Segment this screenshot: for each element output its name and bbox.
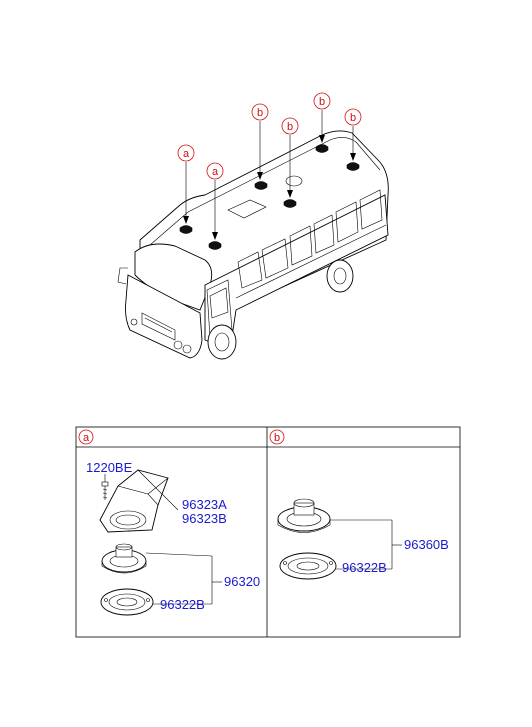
speaker-unit-icon	[277, 498, 331, 533]
speaker-bracket-icon	[279, 552, 337, 580]
callout-b-4: b	[344, 108, 362, 126]
callout-a-2: a	[206, 162, 224, 180]
speaker-icon	[283, 199, 297, 208]
callout-label: a	[212, 166, 219, 178]
panel-a-label: a	[83, 432, 90, 444]
speaker-icon	[315, 144, 329, 153]
callout-label: b	[319, 96, 325, 108]
screw-icon	[101, 481, 109, 500]
part-number-speaker: 96320	[224, 574, 260, 589]
part-number-bracket: 96322B	[160, 597, 205, 612]
detail-table	[75, 426, 461, 638]
callout-label: b	[287, 121, 293, 133]
part-number-cover-1: 96323A	[182, 497, 227, 512]
speaker-icon	[179, 225, 193, 234]
part-number-screw: 1220BE	[86, 460, 133, 475]
panel-b-label: b	[274, 432, 280, 444]
panel-b-drawing	[277, 498, 402, 580]
panel-b-header: b	[269, 429, 285, 445]
speaker-icon	[346, 162, 360, 171]
part-number-cover-2: 96323B	[182, 511, 227, 526]
speaker-icon	[208, 241, 222, 250]
callout-b-1: b	[251, 103, 269, 121]
bus-illustration	[117, 130, 389, 360]
callout-b-2: b	[281, 117, 299, 135]
speaker-bracket-icon	[100, 588, 154, 616]
callout-b-3: b	[313, 92, 331, 110]
callout-label: b	[257, 107, 263, 119]
callout-a-1: a	[177, 144, 195, 162]
panel-a-drawing	[99, 469, 222, 616]
speaker-cover-icon	[99, 469, 169, 533]
callout-label: b	[350, 112, 356, 124]
callout-label: a	[183, 148, 190, 160]
speaker-icon	[254, 181, 268, 190]
part-number-bracket: 96322B	[342, 560, 387, 575]
panel-a-header: a	[78, 429, 94, 445]
part-number-speaker: 96360B	[404, 537, 449, 552]
speaker-unit-icon	[101, 543, 147, 574]
roof-speakers	[179, 144, 360, 250]
leader-arrows	[183, 110, 356, 240]
